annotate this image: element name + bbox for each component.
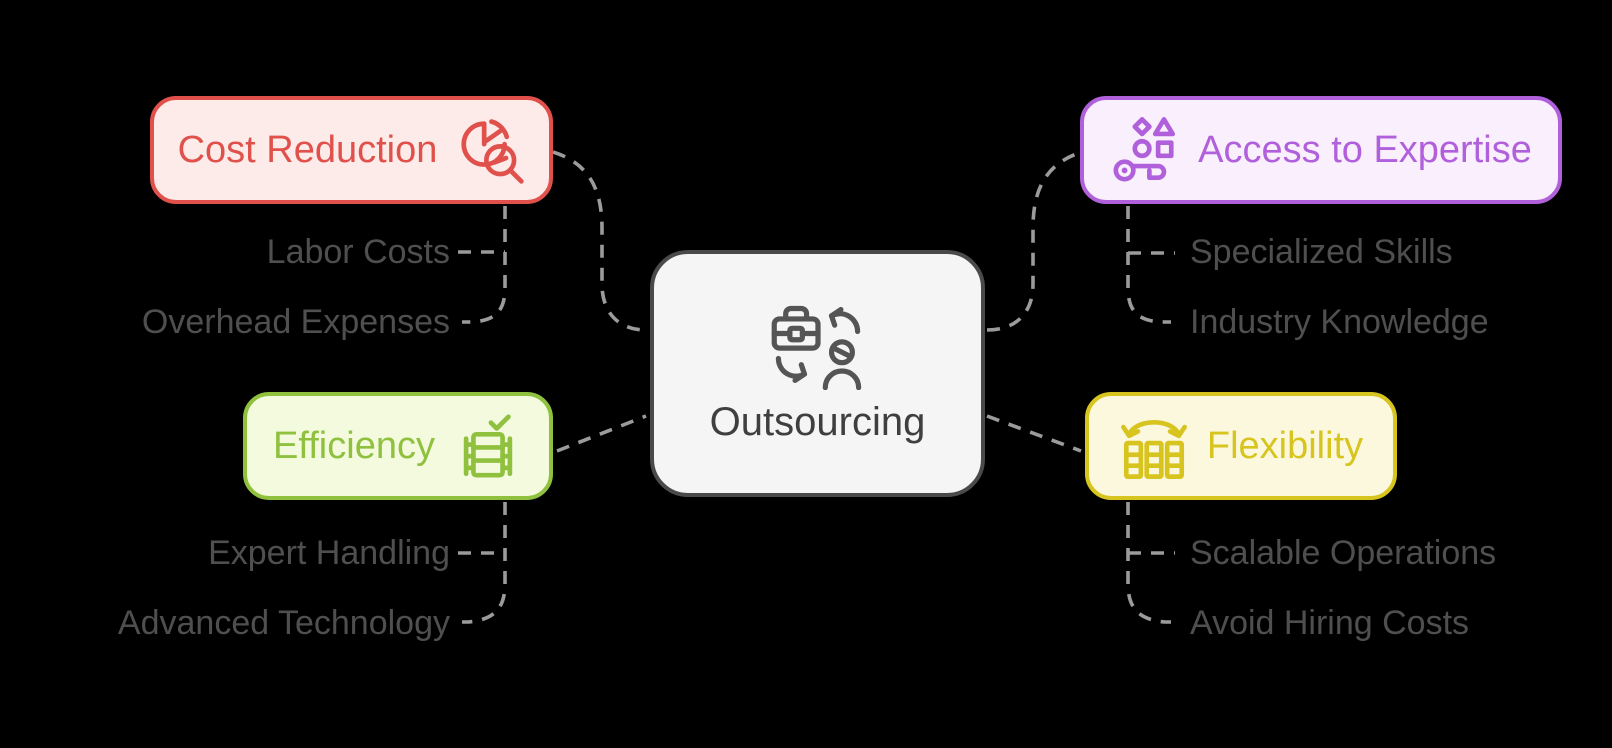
sub-item-advanced-technology: Advanced Technology [117, 604, 450, 642]
branch-label-efficiency: Efficiency [273, 424, 435, 467]
sub-item-expert-handling: Expert Handling [208, 534, 450, 572]
branch-label-access-to-expertise: Access to Expertise [1198, 128, 1532, 171]
connector-efficiency-subs [462, 502, 507, 624]
connector-center-to-expertise [986, 150, 1083, 332]
branch-label-cost-reduction: Cost Reduction [177, 128, 438, 171]
branch-node-access-to-expertise: Access to Expertise [1080, 96, 1562, 204]
connector-center-to-flexibility [986, 414, 1082, 453]
sub-item-specialized-skills: Specialized Skills [1190, 233, 1453, 271]
branch-node-efficiency: Efficiency [243, 392, 553, 500]
key-shapes-icon [1113, 117, 1176, 182]
sub-item-industry-knowledge: Industry Knowledge [1190, 303, 1489, 341]
connector-cost-subs [462, 206, 507, 324]
briefcase-person-swap-icon [771, 305, 861, 390]
center-node-label: Outsourcing [709, 400, 926, 444]
connector-cost-to-center [552, 150, 647, 332]
center-node-outsourcing: Outsourcing [650, 250, 985, 497]
pie-chart-magnifier-icon [461, 119, 525, 184]
connector-expertise-subs [1126, 206, 1171, 324]
sub-item-overhead-expenses: Overhead Expenses [141, 303, 450, 341]
branch-node-flexibility: Flexibility [1085, 392, 1397, 500]
columns-sync-arrow-icon [1120, 420, 1187, 479]
connector-flexibility-subs [1126, 502, 1171, 624]
sub-item-scalable-operations: Scalable Operations [1190, 534, 1497, 572]
machine-checkmark-icon [463, 414, 513, 478]
connector-efficiency-to-center [556, 414, 647, 453]
branch-node-cost-reduction: Cost Reduction [150, 96, 553, 204]
branch-label-flexibility: Flexibility [1206, 424, 1364, 467]
sub-item-avoid-hiring-costs: Avoid Hiring Costs [1190, 604, 1470, 642]
sub-item-labor-costs: Labor Costs [266, 233, 450, 271]
